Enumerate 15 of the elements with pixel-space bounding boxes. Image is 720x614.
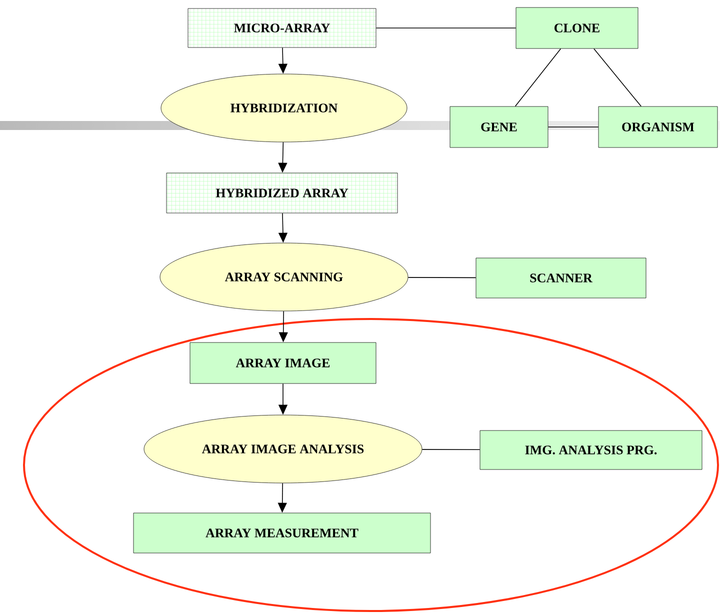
process-box: GENE (450, 106, 548, 148)
connector-line (594, 48, 642, 107)
connector-line (548, 126, 599, 128)
process-box: ARRAY IMAGE (190, 342, 376, 384)
process-box: SCANNER (476, 258, 646, 298)
process-box: ARRAY MEASUREMENT (133, 512, 431, 554)
connector-line (422, 449, 480, 450)
process-box: ORGANISM (598, 106, 718, 148)
highlight-ellipse (23, 318, 719, 612)
process-box: IMG. ANALYSIS PRG. (480, 430, 702, 470)
process-box: MICRO-ARRAY (188, 8, 376, 48)
connector-line (408, 277, 476, 278)
connector-line (514, 48, 562, 107)
process-box: CLONE (516, 7, 638, 49)
process-box: HYBRIDIZED ARRAY (166, 172, 398, 214)
